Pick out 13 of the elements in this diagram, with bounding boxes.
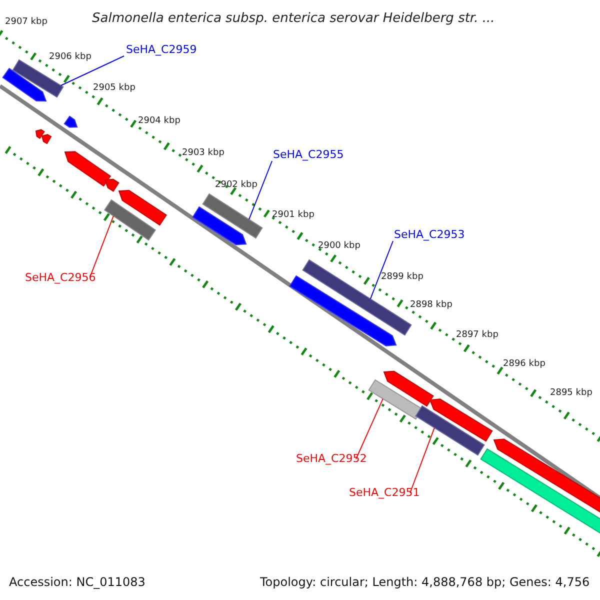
scale-label: 2904 kbp xyxy=(138,116,180,126)
footer-note: Topology: circular; Length: 4,888,768 bp; Genes: 4,756 xyxy=(260,575,590,589)
diagram-title: Salmonella enterica subsp. enterica serovar Heidelberg str. ... xyxy=(92,11,495,26)
scale-label: 2903 kbp xyxy=(182,148,224,158)
scale-label: 2901 kbp xyxy=(272,210,314,220)
scale-label: 2905 kbp xyxy=(93,83,136,93)
footer-note: Accession: NC_011083 xyxy=(9,575,146,589)
scale-label: 2899 kbp xyxy=(381,272,424,282)
scale-label: 2897 kbp xyxy=(456,330,498,340)
scale-label: 2895 kbp xyxy=(550,388,592,398)
scale-label: 2898 kbp xyxy=(410,300,452,310)
scale-label: 2906 kbp xyxy=(49,52,92,62)
scale-label: 2896 kbp xyxy=(503,359,546,369)
